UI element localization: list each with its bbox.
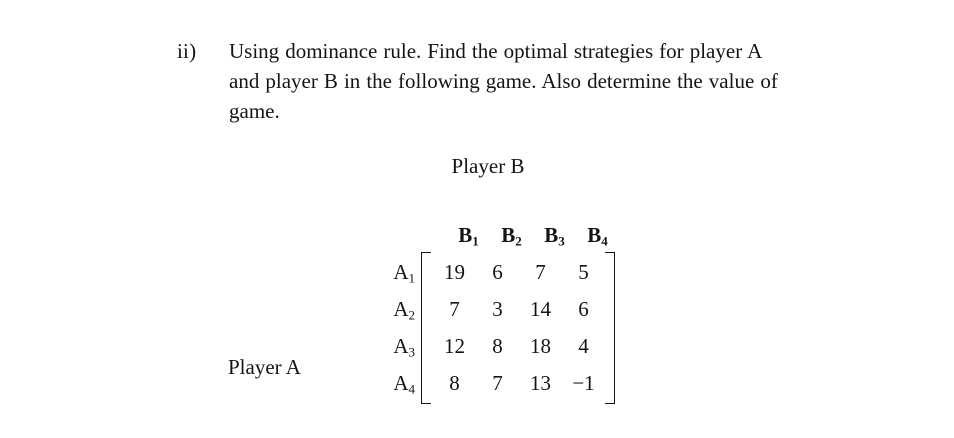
matrix-row: 12 8 18 4 xyxy=(433,328,605,365)
matrix-cell-r1c1: 19 xyxy=(444,260,465,284)
column-header-b2-subscript: 2 xyxy=(515,233,522,249)
question-line-2: and player B in the following game. Also… xyxy=(229,69,778,93)
column-header-b1: B1 xyxy=(447,222,490,248)
question-marker: ii) xyxy=(177,39,197,63)
row-header-a2: A2 xyxy=(385,291,415,328)
matrix-cell-r4c2: 7 xyxy=(492,371,503,395)
matrix-cell-r1c3: 7 xyxy=(535,260,546,284)
column-header-b3-subscript: 3 xyxy=(558,233,565,249)
row-header-a4-letter: A xyxy=(393,371,409,395)
row-header-a1-subscript: 1 xyxy=(408,270,415,286)
column-header-b4-letter: B xyxy=(587,223,602,247)
question-text: Using dominance rule. Find the optimal s… xyxy=(229,36,917,126)
column-header-b1-letter: B xyxy=(458,223,473,247)
column-header-b3: B3 xyxy=(533,222,576,248)
matrix-column-headers: B1 B2 B3 B4 xyxy=(385,222,619,248)
matrix-cell-r1c2: 6 xyxy=(492,260,503,284)
row-header-a4-subscript: 4 xyxy=(408,381,415,397)
matrix-cell-r2c3: 14 xyxy=(530,297,551,321)
row-header-a3: A3 xyxy=(385,328,415,365)
matrix-cell-r4c1: 8 xyxy=(449,371,460,395)
column-header-b2-letter: B xyxy=(501,223,516,247)
column-header-b2: B2 xyxy=(490,222,533,248)
matrix-cell-r3c4: 4 xyxy=(578,334,589,358)
question-block: ii) Using dominance rule. Find the optim… xyxy=(177,36,917,126)
column-header-b4: B4 xyxy=(576,222,619,248)
column-header-b1-subscript: 1 xyxy=(472,233,479,249)
question-line-1: Using dominance rule. Find the optimal s… xyxy=(229,39,763,63)
row-header-a2-letter: A xyxy=(393,297,409,321)
column-header-b3-letter: B xyxy=(544,223,559,247)
player-b-label: Player B xyxy=(451,154,525,178)
matrix-row-headers: A1 A2 A3 A4 xyxy=(385,252,421,404)
matrix-cell-r2c1: 7 xyxy=(449,297,460,321)
matrix-row: 8 7 13 −1 xyxy=(433,365,605,402)
row-header-a1-letter: A xyxy=(393,260,409,284)
matrix-cell-r4c4: −1 xyxy=(572,371,595,395)
row-header-a2-subscript: 2 xyxy=(408,307,415,323)
row-header-a3-letter: A xyxy=(393,334,409,358)
matrix-cell-r1c4: 5 xyxy=(578,260,589,284)
matrix-grid: B1 B2 B3 B4 A1 A2 A3 xyxy=(385,222,619,404)
matrix-cell-r3c2: 8 xyxy=(492,334,503,358)
player-a-label: Player A xyxy=(228,355,301,379)
row-header-a4: A4 xyxy=(385,365,415,402)
matrix-row: 7 3 14 6 xyxy=(433,291,605,328)
column-header-b4-subscript: 4 xyxy=(601,233,608,249)
matrix-body: A1 A2 A3 A4 19 6 7 5 xyxy=(385,252,619,404)
matrix-cell-r3c3: 18 xyxy=(530,334,551,358)
payoff-matrix: Player A B1 B2 B3 B4 A1 xyxy=(228,222,619,404)
row-header-a1: A1 xyxy=(385,254,415,291)
matrix-cell-r2c2: 3 xyxy=(492,297,503,321)
matrix-row: 19 6 7 5 xyxy=(433,254,605,291)
header-gutter xyxy=(413,222,447,248)
matrix-cell-r4c3: 13 xyxy=(530,371,551,395)
matrix-cell-r3c1: 12 xyxy=(444,334,465,358)
question-line-3: game. xyxy=(229,99,280,123)
matrix-cell-r2c4: 6 xyxy=(578,297,589,321)
matrix-brackets: 19 6 7 5 7 3 14 6 12 8 18 4 xyxy=(421,252,615,404)
row-header-a3-subscript: 3 xyxy=(408,344,415,360)
